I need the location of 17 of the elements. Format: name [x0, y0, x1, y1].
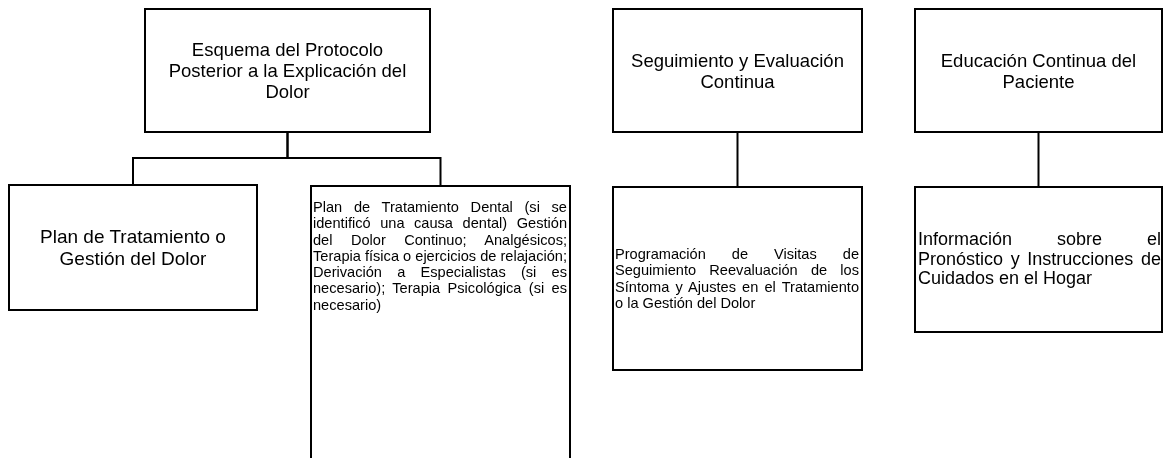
process-box — [8, 184, 258, 311]
box-text: Información sobre el Pronóstico y Instrucciones de Cuidados en el Hogar — [917, 230, 1161, 289]
process-box — [612, 8, 863, 133]
process-box — [914, 8, 1163, 133]
box-text: Seguimiento y Evaluación Continua — [630, 49, 845, 92]
connector-line — [286, 132, 442, 186]
process-box — [612, 186, 863, 371]
box-text: Educación Continua del Paciente — [939, 49, 1138, 92]
connector-line — [1037, 132, 1040, 187]
box-text: Plan de Tratamiento Dental (si se identificó una causa dental) Gestión del Dolor Continuo; Analgésicos; Terapia física o ejercicios de relajación; Derivación a Especialistas (si es necesario); Terapia Psicológica (si es necesario) — [312, 199, 568, 314]
connector-line — [736, 132, 739, 187]
box-text: Plan de Tratamiento o Gestión del Dolor — [39, 225, 227, 270]
process-box — [914, 186, 1163, 333]
box-text: Esquema del Protocolo Posterior a la Explicación del Dolor — [167, 39, 408, 102]
box-text: Programación de Visitas de Seguimiento Reevaluación de los Síntoma y Ajustes en el Tratamiento o la Gestión del Dolor — [614, 245, 860, 312]
process-box — [310, 185, 571, 458]
process-box — [144, 8, 431, 133]
